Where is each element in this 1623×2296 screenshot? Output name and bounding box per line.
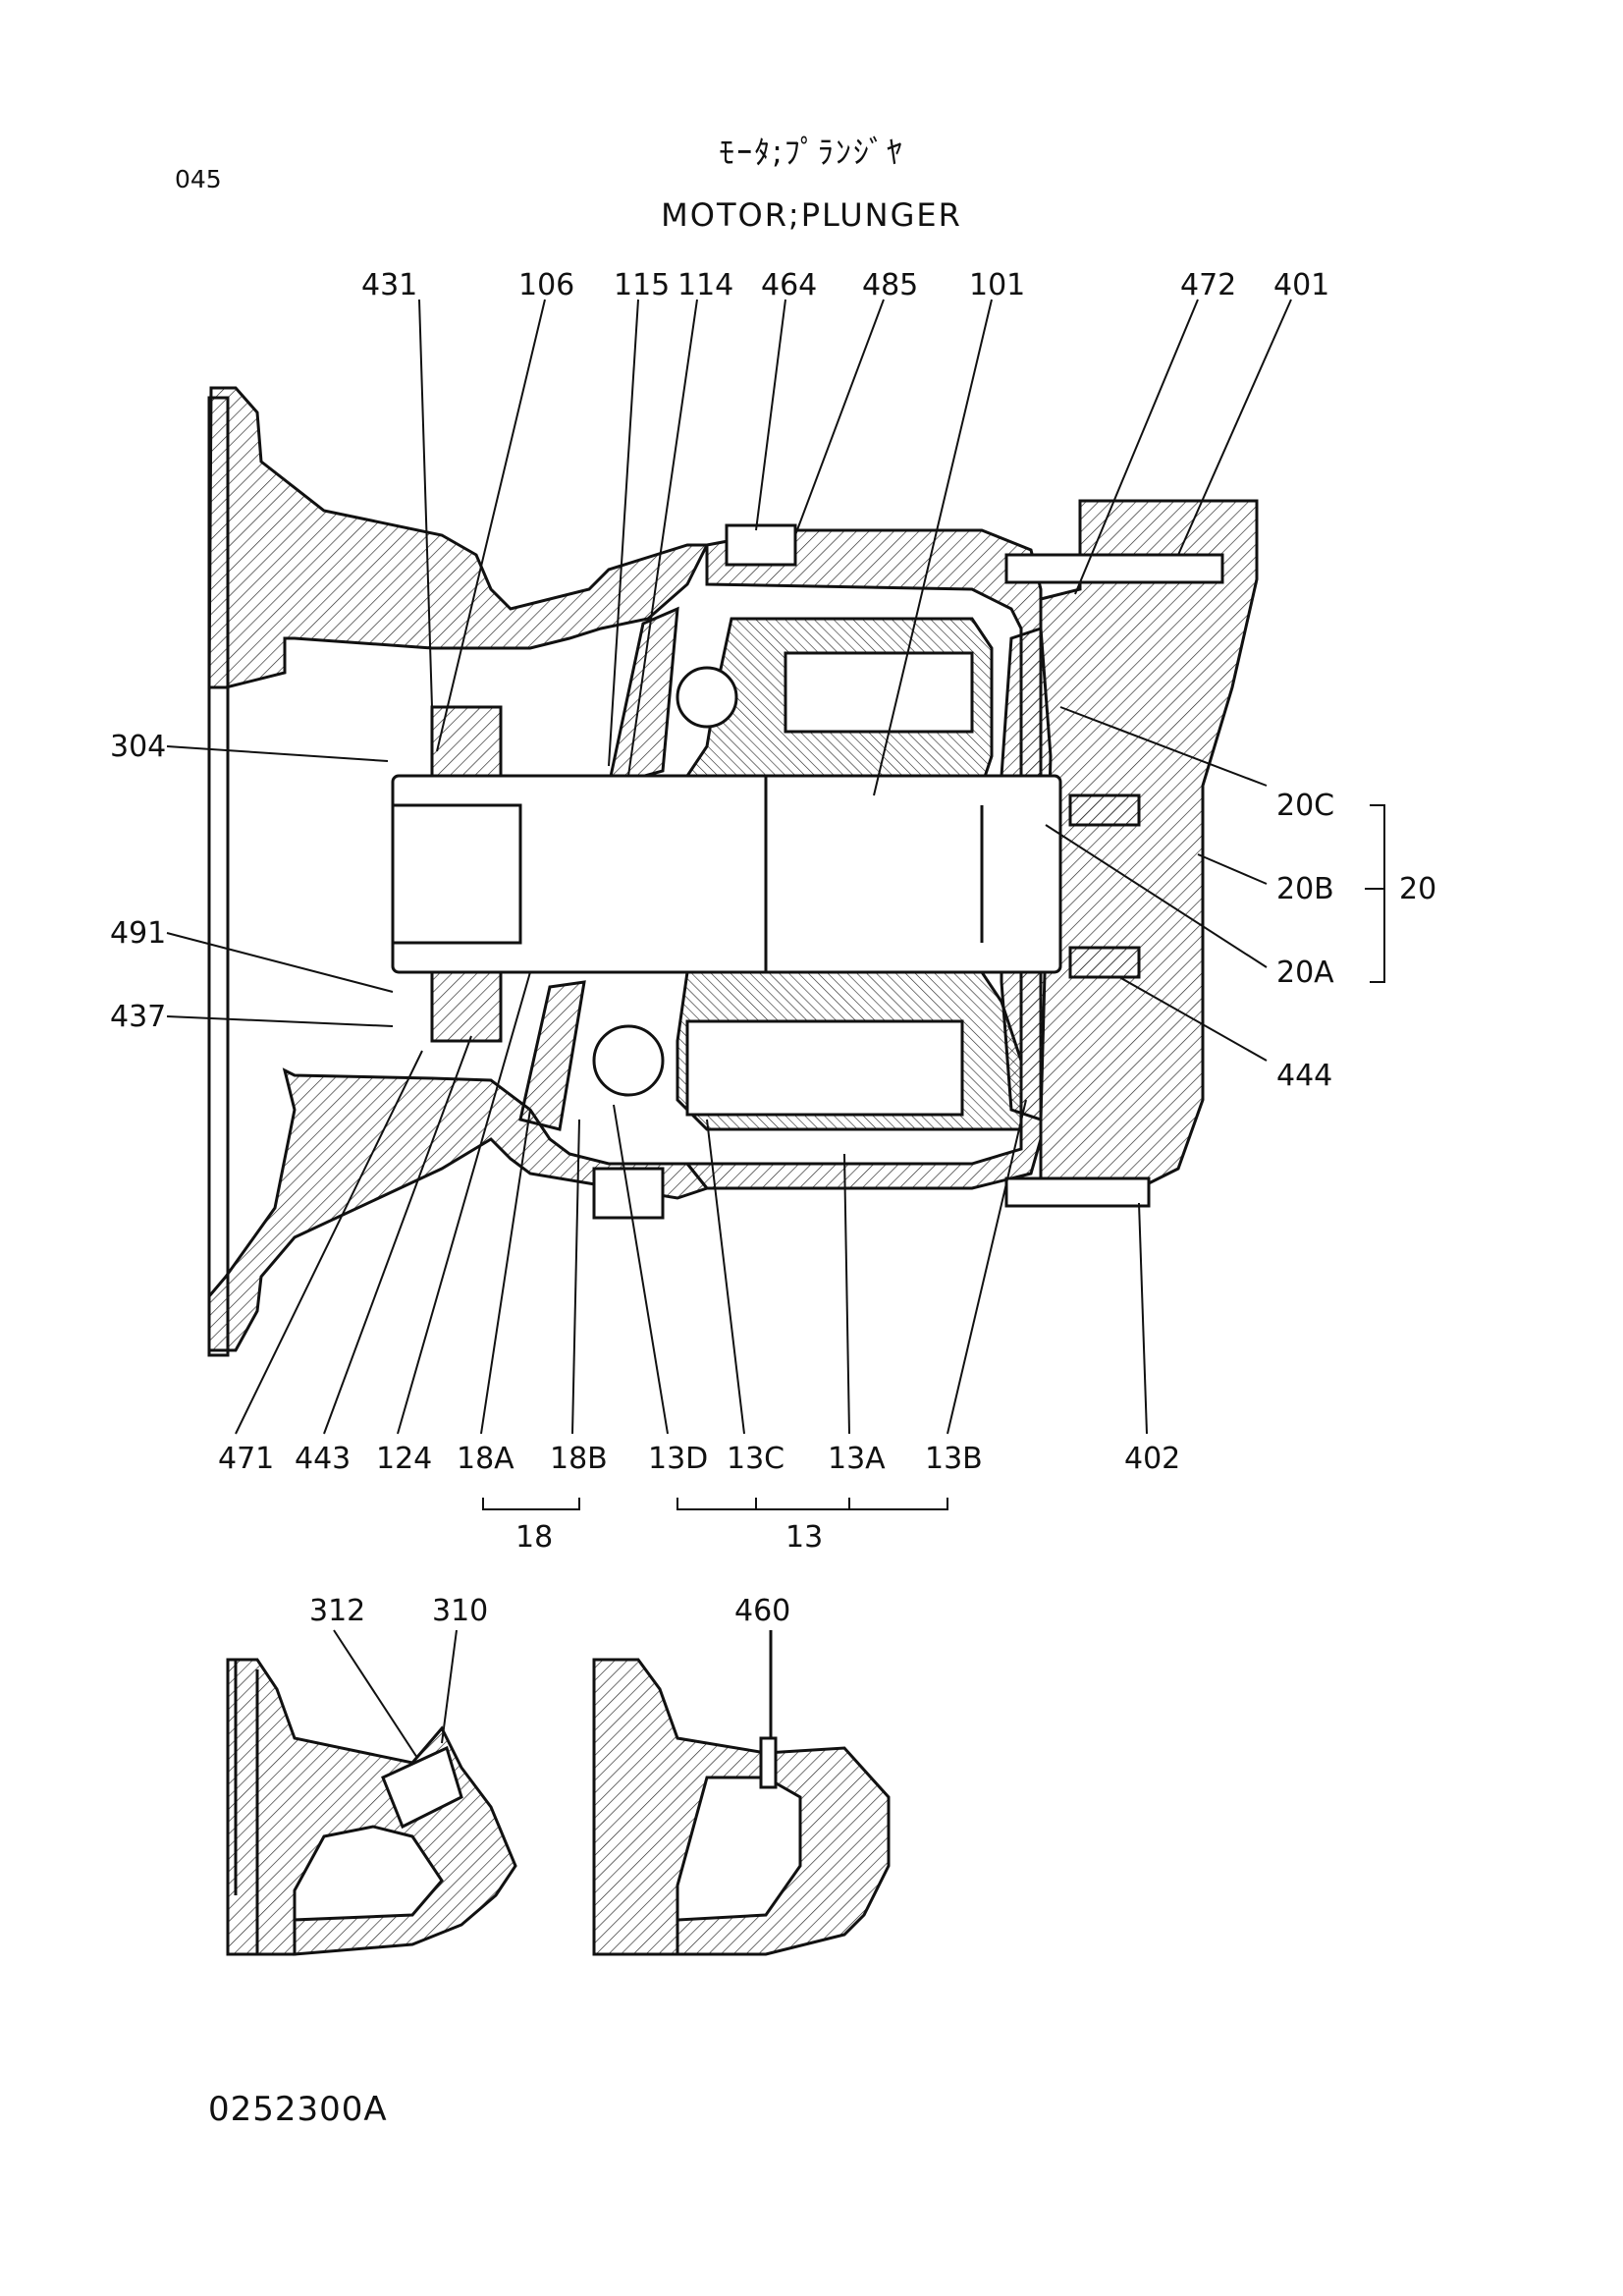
callout-18: 18: [515, 1520, 553, 1555]
callout-485: 485: [862, 268, 918, 302]
plunger-upper: [784, 651, 974, 734]
detail-view-left: [226, 1658, 517, 1956]
plunger-lower: [685, 1019, 964, 1117]
callout-114: 114: [677, 268, 733, 302]
detail-leaders: [333, 1629, 458, 1759]
callout-310: 310: [432, 1594, 488, 1628]
flange-face-strip: [207, 396, 230, 1357]
rear-cover: [1039, 499, 1259, 1190]
flange-housing-upper: [207, 386, 710, 689]
callout-labels: 431 106 115 114 464 485 101 472 401 304 …: [110, 268, 1436, 1628]
page-number: 045: [175, 165, 222, 193]
callout-13A: 13A: [828, 1442, 886, 1476]
drawing-code: 0252300A: [208, 2090, 388, 2129]
callout-18B: 18B: [550, 1442, 608, 1476]
callout-437: 437: [110, 1000, 166, 1034]
callout-13C: 13C: [727, 1442, 784, 1476]
callout-460: 460: [734, 1594, 790, 1628]
detail-left-bolt: [381, 1745, 463, 1830]
callout-444: 444: [1276, 1059, 1332, 1093]
bearing-rear-cover-top: [1068, 793, 1141, 827]
callout-464: 464: [761, 268, 817, 302]
callout-20B: 20B: [1276, 872, 1334, 906]
detail-view-right: [592, 1630, 891, 1956]
shoe-ball-lower: [592, 1024, 665, 1097]
swash-plate-lower: [518, 980, 586, 1131]
callout-431: 431: [361, 268, 417, 302]
callout-20C: 20C: [1276, 789, 1334, 823]
callout-124: 124: [376, 1442, 432, 1476]
bearing-front: [430, 705, 503, 778]
shaft-and-internals: [391, 523, 1224, 1220]
shaft-spline-left: [391, 803, 522, 945]
leader-lines: [166, 299, 1385, 1510]
shoe-ball-upper: [676, 666, 738, 729]
bolt-top: [1004, 553, 1224, 584]
callout-13D: 13D: [648, 1442, 708, 1476]
callout-304: 304: [110, 730, 166, 764]
callout-13: 13: [785, 1520, 823, 1555]
callout-402: 402: [1124, 1442, 1180, 1476]
title-japanese: ﾓｰﾀ;ﾌﾟﾗﾝｼﾞﾔ: [719, 134, 904, 171]
callout-471: 471: [218, 1442, 274, 1476]
callout-312: 312: [309, 1594, 365, 1628]
motor-casing: [683, 528, 1043, 1190]
callout-472: 472: [1180, 268, 1236, 302]
bearing-rear-cover-bottom: [1068, 946, 1141, 979]
swash-plate-upper: [607, 606, 679, 789]
title-english: MOTOR;PLUNGER: [661, 196, 962, 234]
callout-20A: 20A: [1276, 956, 1334, 990]
callout-115: 115: [614, 268, 670, 302]
detail-right-plug: [759, 1736, 778, 1789]
callout-106: 106: [518, 268, 574, 302]
plug-top: [725, 523, 797, 567]
callout-18A: 18A: [457, 1442, 514, 1476]
bearing-rear: [430, 970, 503, 1043]
callout-13B: 13B: [925, 1442, 983, 1476]
callout-20: 20: [1399, 872, 1436, 906]
callout-101: 101: [969, 268, 1025, 302]
callout-401: 401: [1273, 268, 1329, 302]
callout-443: 443: [295, 1442, 351, 1476]
bolt-bottom: [1004, 1176, 1151, 1208]
callout-491: 491: [110, 916, 166, 951]
